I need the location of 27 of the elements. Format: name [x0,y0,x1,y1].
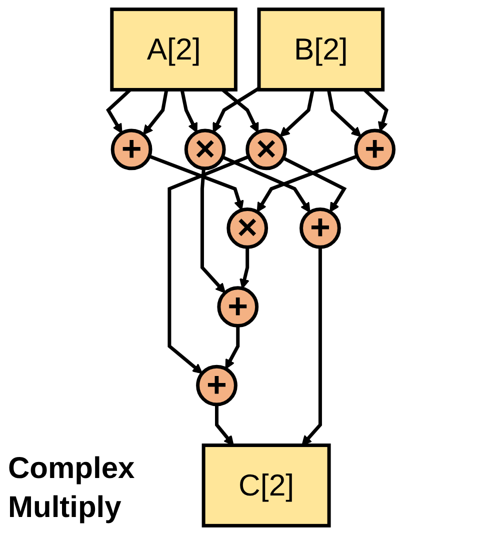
arrow [326,89,362,138]
node-circle: + [217,286,259,328]
node-circle: × [226,207,268,249]
arrow [168,154,250,374]
node-circle: + [196,364,238,406]
arrow [148,154,244,211]
node-box: B[2] [257,8,385,92]
arrow [180,89,198,133]
node-circle: + [110,128,152,170]
diagram-label: Complex Multiply [8,451,136,526]
node-box: C[2] [202,444,331,528]
node-circle: + [354,128,396,170]
arrow [256,154,358,212]
arrow [215,404,234,446]
node-box: A[2] [110,8,238,92]
arrow [282,156,347,212]
arrow [225,326,240,370]
arrow [240,247,250,289]
node-circle: × [184,128,226,170]
arrow [302,247,322,446]
arrow [222,155,310,213]
node-circle: + [300,207,341,249]
arrow [142,89,168,136]
arrow [212,86,260,133]
node-circle: × [246,128,287,170]
arrow [280,89,314,138]
arrow [200,168,226,294]
